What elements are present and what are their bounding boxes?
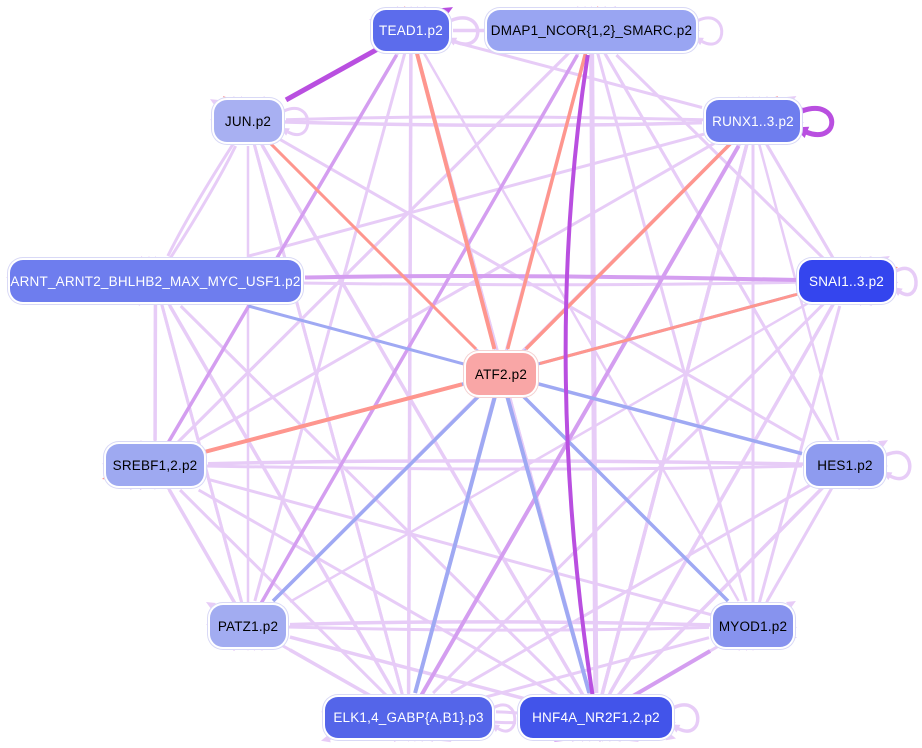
- graph-edge: [563, 54, 601, 732]
- node-snai1[interactable]: SNAI1..3.p2: [799, 260, 894, 302]
- edge-arrowhead: [280, 127, 290, 136]
- graph-edge: [253, 14, 417, 602]
- edge-arrowhead: [882, 471, 893, 480]
- graph-edge: [481, 354, 730, 603]
- graph-edge: [214, 623, 710, 632]
- graph-edge: [271, 354, 521, 603]
- node-label: HES1.p2: [817, 457, 873, 473]
- node-hnf4a[interactable]: HNF4A_NR2F1,2.p2: [520, 697, 672, 738]
- graph-edge: [283, 107, 310, 136]
- edge-arrowhead: [628, 734, 639, 742]
- node-label: TEAD1.p2: [379, 23, 443, 38]
- graph-edge: [495, 358, 592, 694]
- graph-edge: [588, 19, 599, 694]
- edge-arrowhead: [446, 37, 458, 46]
- edge-arrowhead: [490, 723, 501, 732]
- graph-edge: [110, 462, 803, 471]
- node-patz1[interactable]: PATZ1.p2: [210, 605, 286, 647]
- graph-edge: [405, 15, 497, 350]
- graph-edge: [747, 305, 842, 643]
- graph-edge: [289, 620, 788, 629]
- graph-edge: [248, 108, 796, 258]
- node-myod1[interactable]: MYOD1.p2: [713, 605, 793, 647]
- node-dmap1[interactable]: DMAP1_NCOR{1,2}_SMARC.p2: [487, 10, 696, 51]
- graph-edge: [604, 54, 857, 483]
- graph-edge: [217, 102, 803, 442]
- node-label: SREBF1,2.p2: [112, 457, 198, 473]
- graph-edge: [413, 358, 507, 694]
- graph-edge: [697, 16, 724, 46]
- graph-edge: [801, 106, 835, 137]
- graph-edge: [577, 488, 822, 737]
- graph-edge: [179, 488, 428, 737]
- graph-edge: [673, 703, 700, 733]
- node-label: MYOD1.p2: [718, 618, 788, 634]
- node-hes1[interactable]: HES1.p2: [806, 444, 884, 486]
- node-arnt[interactable]: ARNT_ARNT2_BHLHB2_MAX_MYC_USF1.p2: [10, 260, 301, 302]
- edge-arrowhead: [665, 732, 676, 741]
- graph-edge: [450, 16, 480, 46]
- graph-edge: [450, 443, 881, 695]
- node-runx1[interactable]: RUNX1..3.p2: [706, 100, 800, 142]
- graph-edge: [505, 14, 598, 350]
- node-label: PATZ1.p2: [217, 618, 279, 634]
- graph-edge: [304, 274, 888, 284]
- graph-edge: [228, 101, 478, 351]
- graph-edge: [197, 488, 632, 739]
- graph-edge: [585, 305, 834, 735]
- edge-arrowhead: [438, 7, 453, 20]
- graph-edge: [207, 477, 789, 637]
- graph-edge: [406, 54, 413, 734]
- graph-edge: [253, 145, 415, 734]
- graph-edge: [590, 145, 749, 734]
- node-label: SNAI1..3.p2: [809, 273, 884, 289]
- node-label: HNF4A_NR2F1,2.p2: [532, 710, 660, 725]
- graph-edge: [885, 450, 912, 481]
- node-label: DMAP1_NCOR{1,2}_SMARC.p2: [490, 23, 693, 38]
- node-elk[interactable]: ELK1,4_GABP{A,B1}.p3: [325, 697, 492, 738]
- graph-edge: [493, 703, 517, 733]
- edge-arrowhead: [321, 734, 331, 743]
- graph-edge: [207, 459, 879, 468]
- edge-arrowhead: [210, 99, 220, 108]
- graph-edge: [135, 53, 568, 485]
- node-label: ATF2.p2: [474, 366, 528, 382]
- graph-edge: [197, 99, 790, 442]
- node-atf2[interactable]: ATF2.p2: [466, 353, 536, 395]
- edge-arrowhead: [694, 37, 704, 46]
- graph-edge: [895, 266, 918, 297]
- node-srebf1[interactable]: SREBF1,2.p2: [106, 444, 204, 486]
- node-jun[interactable]: JUN.p2: [214, 100, 282, 142]
- edge-arrowhead: [786, 96, 797, 104]
- graph-edge: [160, 305, 254, 643]
- edge-arrowhead: [206, 602, 216, 611]
- node-label: JUN.p2: [224, 113, 272, 129]
- edge-arrowhead: [670, 724, 681, 733]
- graph-edge: [179, 304, 616, 737]
- graph-edge: [747, 104, 840, 441]
- node-tead1[interactable]: TEAD1.p2: [373, 10, 449, 51]
- graph-edge: [615, 53, 867, 301]
- node-label: ARNT_ARNT2_BHLHB2_MAX_MYC_USF1.p2: [10, 273, 301, 289]
- edge-arrowhead: [878, 440, 888, 449]
- node-label: RUNX1..3.p2: [712, 113, 794, 129]
- edge-arrowhead: [786, 601, 796, 610]
- graph-edge: [289, 259, 883, 603]
- node-label: ELK1,4_GABP{A,B1}.p3: [333, 710, 484, 725]
- graph-edge: [168, 305, 420, 735]
- edge-arrowhead: [892, 287, 903, 296]
